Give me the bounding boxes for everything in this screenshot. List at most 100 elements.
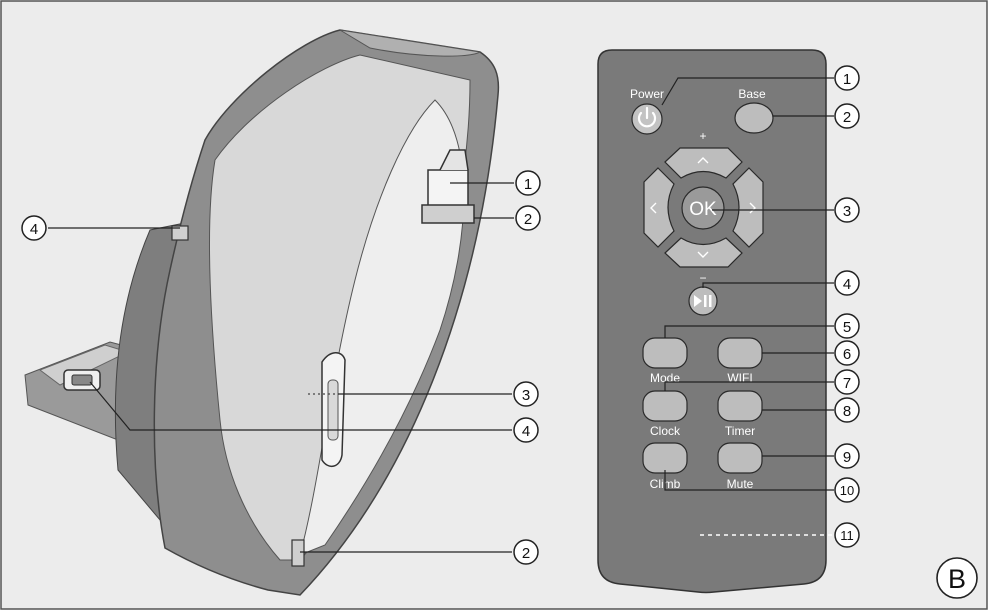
figure-label-circle	[936, 557, 978, 599]
power-icon	[637, 106, 657, 128]
device-callout-lines	[48, 182, 514, 553]
callout-line-rem-7	[664, 381, 834, 391]
figure-label: B	[948, 564, 966, 594]
wifi-button[interactable]	[717, 337, 763, 369]
callout-dev-right-4: 4	[513, 417, 539, 443]
base-button[interactable]	[734, 102, 774, 134]
dpad-arrows	[650, 157, 756, 258]
callout-dev-bottom-2: 2	[513, 539, 539, 565]
lower-contact	[291, 539, 305, 567]
dpad-up-button[interactable]	[664, 147, 743, 179]
power-label: Power	[630, 87, 664, 101]
callout-circle	[834, 443, 860, 469]
callout-label: 1	[524, 176, 532, 193]
callout-rem-1: 1	[834, 65, 860, 91]
base-label: Base	[738, 87, 766, 101]
minus-label: −	[699, 271, 706, 285]
callout-label: 7	[843, 375, 851, 392]
callout-line-rem-5	[664, 325, 834, 338]
callout-label: 8	[843, 403, 851, 420]
upper-latch-hook	[439, 149, 469, 171]
callout-circle	[834, 103, 860, 129]
callout-label: 4	[30, 221, 38, 238]
callout-rem-5: 5	[834, 313, 860, 339]
ok-label: OK	[689, 199, 717, 220]
callout-label: 3	[843, 203, 851, 220]
remote-callouts: 1 2 3 4 5 6 7 8	[834, 65, 860, 548]
callout-label: 2	[522, 545, 530, 562]
callout-rem-6: 6	[834, 340, 860, 366]
callout-rem-2: 2	[834, 103, 860, 129]
callout-label: 2	[843, 109, 851, 126]
base-button-group[interactable]: Base	[734, 87, 774, 134]
callout-label: 9	[843, 449, 851, 466]
callout-line-rem-10	[664, 470, 834, 491]
callout-label: 11	[840, 528, 854, 543]
callout-rem-10: 10	[834, 477, 860, 503]
callout-line-rem-4	[702, 282, 834, 288]
figure-label-badge: B	[936, 557, 978, 599]
callout-circle	[834, 313, 860, 339]
callout-circle	[515, 170, 541, 196]
climb-button[interactable]	[642, 442, 688, 474]
callout-rem-11: 11	[834, 522, 860, 548]
callout-rem-7: 7	[834, 369, 860, 395]
device-callouts: 4 1 2 3 4 2	[21, 170, 541, 565]
callout-line-dev-right-4	[89, 381, 512, 431]
wifi-label: WIFI	[727, 371, 752, 385]
callout-circle	[834, 65, 860, 91]
remote-body	[597, 49, 827, 594]
callout-label: 6	[843, 346, 851, 363]
dpad	[643, 147, 764, 268]
play-pause-button[interactable]	[688, 286, 718, 316]
callout-circle	[21, 215, 47, 241]
play-pause-button-group[interactable]	[688, 286, 718, 316]
upper-latch-base	[421, 204, 475, 224]
callout-dev-right-3: 3	[513, 381, 539, 407]
callout-circle	[834, 477, 860, 503]
remote-callout-lines	[661, 77, 834, 491]
callout-rem-8: 8	[834, 397, 860, 423]
mute-button[interactable]	[717, 442, 763, 474]
dpad-left-button[interactable]	[643, 167, 675, 248]
callout-circle	[515, 205, 541, 231]
device-top-ridge	[339, 29, 482, 57]
callout-line-rem-1	[661, 77, 834, 106]
callout-circle	[834, 197, 860, 223]
callout-label: 1	[843, 71, 851, 88]
callout-rem-4: 4	[834, 270, 860, 296]
play-pause-icon	[694, 295, 712, 307]
power-button-group[interactable]: Power	[630, 87, 664, 135]
callout-label: 4	[843, 276, 851, 293]
callout-circle	[834, 270, 860, 296]
chevron-left-icon	[650, 202, 657, 214]
callout-rem-9: 9	[834, 443, 860, 469]
timer-button[interactable]	[717, 390, 763, 422]
callout-label: 3	[522, 387, 530, 404]
plus-label: +	[699, 129, 706, 143]
mode-button[interactable]	[642, 337, 688, 369]
middle-handle-inner	[327, 379, 339, 441]
callout-circle	[513, 381, 539, 407]
dpad-down-button[interactable]	[664, 237, 743, 268]
callout-rem-3: 3	[834, 197, 860, 223]
clock-button[interactable]	[642, 390, 688, 422]
callout-circle	[834, 369, 860, 395]
timer-label: Timer	[725, 424, 755, 438]
charging-socket-inner	[71, 374, 93, 386]
dpad-right-button[interactable]	[732, 167, 764, 248]
chevron-down-icon	[697, 251, 709, 258]
chevron-up-icon	[697, 157, 709, 164]
callout-label: 2	[524, 211, 532, 228]
device-illustration	[24, 29, 500, 596]
callout-label: 4	[522, 423, 530, 440]
callout-circle	[513, 539, 539, 565]
top-contact	[171, 225, 189, 241]
callout-circle	[834, 397, 860, 423]
clock-label: Clock	[650, 424, 681, 438]
callout-circle	[834, 340, 860, 366]
chevron-right-icon	[749, 202, 756, 214]
ok-button[interactable]	[681, 186, 725, 230]
